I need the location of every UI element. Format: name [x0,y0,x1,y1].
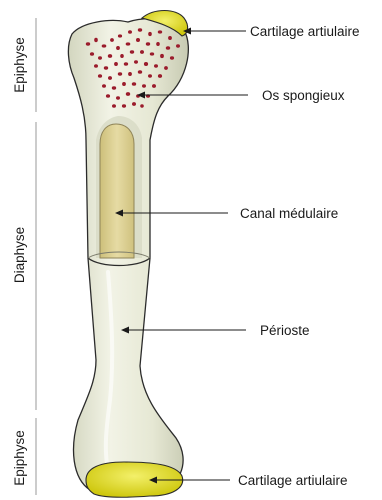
label-spongy-bone: Os spongieux [262,88,345,103]
label-medullary-canal: Canal médulaire [240,206,338,221]
label-periosteum: Périoste [260,323,310,338]
section-label-epiphysis-top: Epiphyse [12,37,27,93]
label-cartilage-top: Cartilage artiulaire [250,24,360,39]
section-label-diaphysis: Diaphyse [12,227,27,283]
section-label-epiphysis-bottom: Epiphyse [12,430,27,486]
label-cartilage-bottom: Cartilage artiulaire [238,473,348,488]
medullary-canal [100,124,134,258]
